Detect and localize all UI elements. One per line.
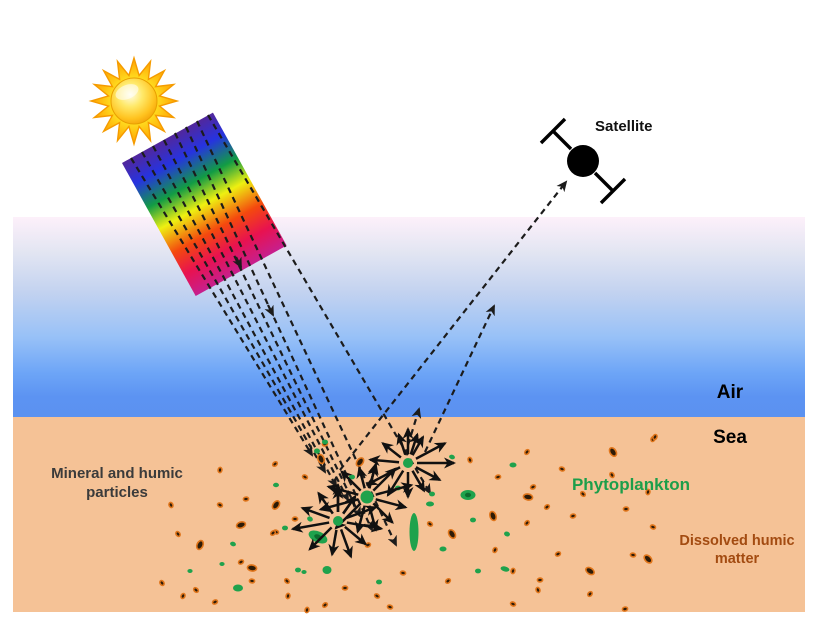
dissolved-humic-label: Dissolved humic matter (679, 533, 795, 568)
phytoplankton-label: Phytoplankton (571, 475, 691, 494)
reflected-light-rays (339, 180, 568, 471)
spectrum-beam (122, 112, 287, 296)
mineral-particles-label: Mineral and humic particles (51, 465, 183, 501)
sea-label: Sea (713, 427, 747, 448)
mineral-particles (159, 433, 658, 614)
scattering-starbursts (290, 427, 456, 559)
satellite-icon (539, 117, 627, 205)
sun-icon (88, 55, 180, 147)
satellite-label: Satellite (595, 118, 653, 135)
air-label: Air (716, 382, 744, 403)
